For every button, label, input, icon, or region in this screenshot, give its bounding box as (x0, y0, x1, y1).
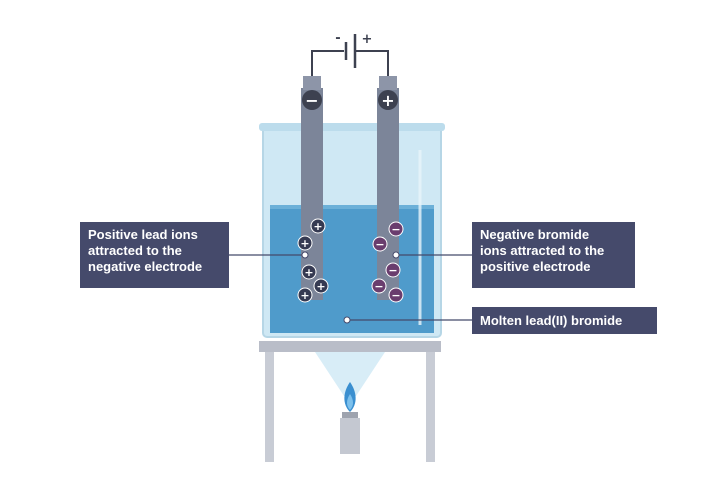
burner-top (342, 412, 358, 418)
battery-positive-sign: + (362, 32, 373, 47)
cation-icon (297, 235, 313, 251)
anion-group: − − − − − (371, 221, 404, 303)
anion-icon (388, 221, 404, 237)
wire-left (311, 50, 344, 76)
anion-sign: − (388, 264, 397, 277)
cation-icon (301, 264, 317, 280)
cation-sign: + (316, 280, 325, 293)
cation-icon (297, 287, 313, 303)
anion-icon (371, 278, 387, 294)
cation-sign: + (313, 220, 322, 233)
anion-sign: − (375, 238, 384, 251)
leader-dot-negative (392, 251, 400, 259)
anode-cap (379, 76, 397, 90)
anion-sign: − (374, 280, 383, 293)
cation-icon (313, 278, 329, 294)
flame-core-icon (347, 394, 353, 410)
cation-sign: + (300, 237, 309, 250)
molten-lead-bromide-label: Molten lead(II) bromide (472, 307, 657, 334)
anode-sign: + (381, 91, 394, 110)
anion-sign: − (391, 289, 400, 302)
cation-sign: + (300, 289, 309, 302)
anode-terminal-icon (378, 90, 398, 110)
heat-glow (315, 352, 385, 396)
anion-icon (388, 287, 404, 303)
molten-liquid (270, 205, 434, 333)
burner-body (340, 418, 360, 454)
stand-top (259, 341, 441, 352)
leader-dot-molten (343, 316, 351, 324)
cation-group: + + + + + (297, 218, 329, 303)
anion-icon (372, 236, 388, 252)
anion-sign: − (391, 223, 400, 236)
liquid-surface (270, 205, 434, 209)
cathode-terminal-icon (302, 90, 322, 110)
negative-ions-label: Negative bromide ions attracted to the p… (472, 222, 635, 288)
wire-right (356, 50, 389, 76)
battery-negative-sign: - (335, 31, 340, 46)
beaker-rim (259, 123, 445, 131)
cation-icon (310, 218, 326, 234)
positive-ions-label: Positive lead ions attracted to the nega… (80, 222, 229, 288)
cathode-sign: − (305, 91, 318, 110)
anion-icon (385, 262, 401, 278)
leader-dot-positive (301, 251, 309, 259)
cation-sign: + (304, 266, 313, 279)
stand-leg-left (265, 352, 274, 462)
cathode-cap (303, 76, 321, 90)
battery-icon (344, 34, 357, 68)
stand-leg-right (426, 352, 435, 462)
